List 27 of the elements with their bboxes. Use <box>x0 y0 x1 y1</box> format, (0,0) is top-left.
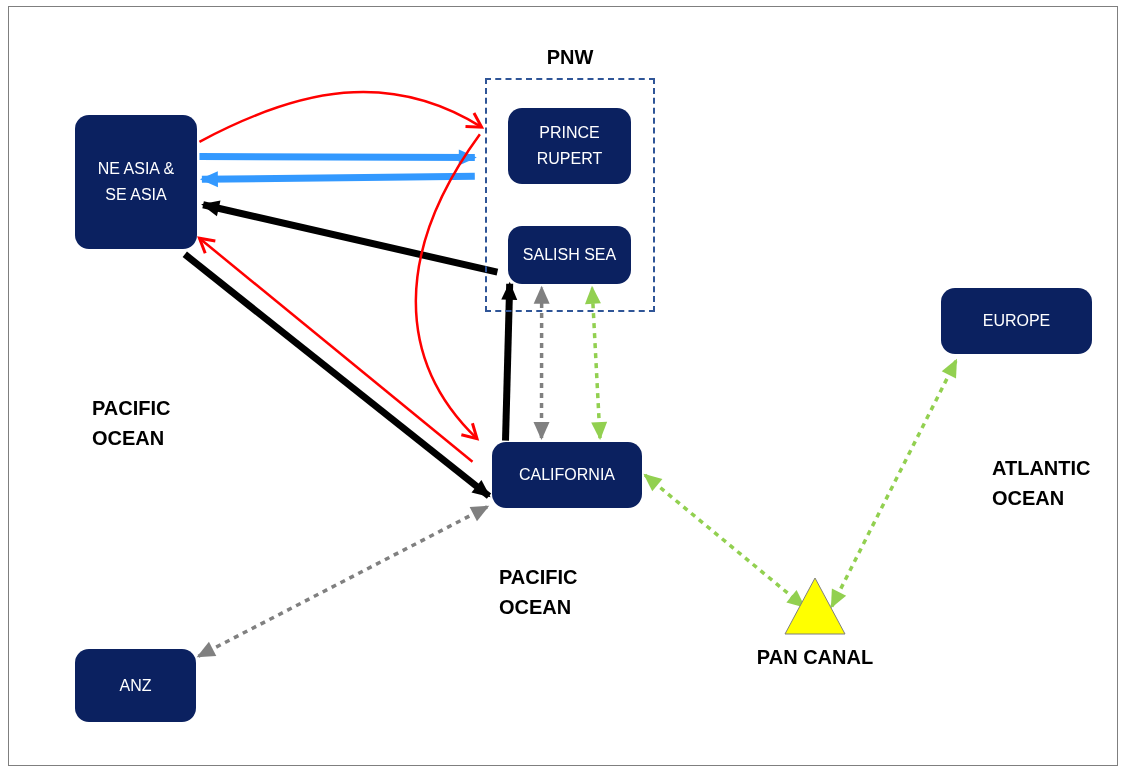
region-label: ATLANTIC OCEAN <box>992 456 1092 511</box>
node-label: NE ASIA & SE ASIA <box>96 159 176 205</box>
location-box <box>508 108 631 184</box>
location-box <box>941 288 1092 354</box>
arrow <box>201 200 499 276</box>
arrow <box>501 281 518 441</box>
location-box <box>492 442 642 508</box>
arrow <box>182 251 492 499</box>
arrow <box>533 285 550 441</box>
region-label: PACIFIC OCEAN <box>499 565 579 620</box>
location-box <box>75 649 196 722</box>
node-label: PRINCE RUPERT <box>535 123 604 169</box>
location-box <box>75 115 197 249</box>
arrow <box>196 505 490 658</box>
region-title: PNW <box>545 45 595 70</box>
arrow <box>197 236 474 463</box>
node-label: CALIFORNIA <box>519 465 615 485</box>
region-label: PACIFIC OCEAN <box>92 396 172 451</box>
node-label: EUROPE <box>982 311 1051 331</box>
arrow <box>198 90 484 143</box>
node-label: ANZ <box>119 675 152 696</box>
node-label: PAN CANAL <box>756 645 874 669</box>
node-label: SALISH SEA <box>522 245 617 265</box>
arrow <box>830 358 958 609</box>
arrow <box>584 285 608 441</box>
arrow <box>414 133 481 441</box>
location-box <box>508 226 631 284</box>
